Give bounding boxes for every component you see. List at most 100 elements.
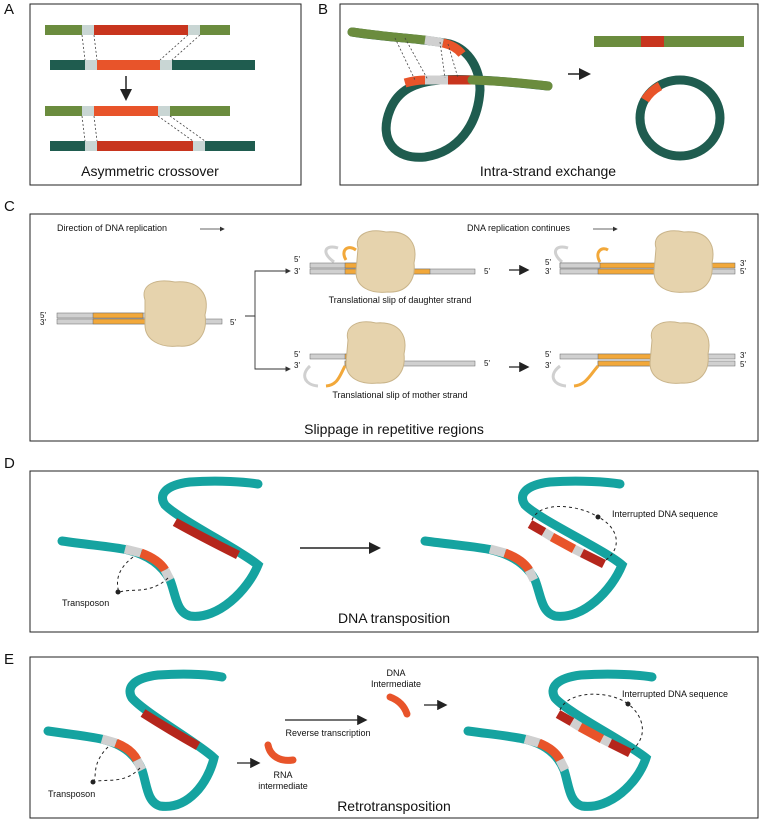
panel-b-box — [339, 3, 759, 186]
circular-orange-seg — [641, 82, 663, 103]
e-right-gray-1 — [523, 734, 541, 748]
mcont-end-three-prime: 3' — [740, 351, 746, 360]
panel-d-box — [29, 470, 759, 633]
panel-b: B Intra-strand exchange — [318, 1, 759, 186]
insert-gray-1 — [541, 528, 555, 541]
polymerase-icon-5 — [649, 321, 710, 384]
chromosome-top-2 — [45, 106, 230, 116]
panel-d-title: DNA transposition — [338, 610, 450, 626]
mother-five-prime: 5' — [294, 350, 300, 359]
panel-d: D Transposon Interrupted DNA sequence DN… — [4, 455, 759, 633]
panel-a-label: A — [4, 1, 14, 18]
three-prime-label: 3' — [40, 318, 46, 327]
e-insert-orange — [577, 723, 605, 743]
panel-a-title: Asymmetric crossover — [81, 163, 219, 179]
transposon-gray-1 — [123, 544, 143, 558]
e-transposon-bracket-2 — [92, 767, 141, 783]
strand-orange-seg — [441, 38, 466, 57]
panel-c-box — [29, 213, 759, 442]
exchange-lines — [394, 37, 459, 81]
e-interrupted-bracket-2 — [627, 703, 643, 751]
panel-a-box — [29, 3, 302, 186]
panel-d-label: D — [4, 455, 15, 472]
daughter-continued-duplex: 5' 3' 3' 5' — [545, 245, 746, 276]
panel-c: C Direction of DNA replication DNA repli… — [4, 198, 759, 442]
insert-red-2 — [579, 548, 607, 569]
dna-intermediate-icon — [386, 693, 411, 718]
mother-caption: Translational slip of mother strand — [332, 390, 467, 400]
fork-arrow-up — [245, 268, 291, 317]
chromosome-bottom-1 — [50, 60, 255, 70]
five-prime-end-label: 5' — [230, 318, 236, 327]
e-insert-red-1 — [555, 710, 575, 726]
cont-five-prime: 5' — [545, 258, 551, 267]
e-insert-red-2 — [607, 738, 633, 758]
panel-e: E Transposon RNA intermediate Reverse tr… — [4, 651, 759, 819]
transposon-bracket-2 — [119, 577, 169, 593]
chromosome-bottom-2 — [50, 141, 255, 151]
rna-intermediate-icon — [264, 741, 297, 764]
interrupted-bracket-1 — [531, 506, 599, 521]
linear-product — [594, 36, 744, 47]
interrupted-label-d: Interrupted DNA sequence — [612, 509, 718, 519]
fork-arrow-down — [254, 316, 291, 372]
target-red-seg — [172, 518, 241, 560]
transposon-orange — [139, 548, 169, 573]
daughter-five-prime: 5' — [294, 255, 300, 264]
rna-label-line2: intermediate — [258, 781, 308, 791]
looped-strand — [347, 27, 553, 162]
insert-orange — [549, 533, 577, 553]
dna-int-label-line1: DNA — [386, 668, 405, 678]
e-interrupted-pointer-dot — [625, 701, 631, 707]
right-gray-1 — [488, 544, 507, 558]
polymerase-icon — [143, 280, 207, 347]
insert-gray-2 — [571, 544, 585, 558]
continues-label: DNA replication continues — [467, 223, 571, 233]
polymerase-icon-4 — [653, 230, 714, 293]
panel-c-label: C — [4, 198, 15, 215]
panel-b-label: B — [318, 1, 328, 18]
five-prime-label: 5' — [40, 311, 46, 320]
panel-b-title: Intra-strand exchange — [480, 163, 616, 179]
polymerase-icon-3 — [345, 321, 406, 384]
cont-three-prime: 3' — [545, 267, 551, 276]
panel-a: A — [4, 1, 302, 186]
crossover-lines-2 — [81, 115, 206, 142]
circular-product — [635, 75, 725, 161]
e-right-gray-2 — [555, 757, 570, 773]
e-insert-gray-2 — [599, 734, 613, 748]
initial-duplex: 5' 3' 3' 5' — [40, 310, 236, 327]
chromosome-top-1 — [45, 25, 230, 35]
transposon-label-d: Transposon — [62, 598, 109, 608]
daughter-end-five-prime: 5' — [484, 267, 490, 276]
e-transposon-pointer-dot — [90, 779, 96, 785]
reverse-label: Reverse transcription — [285, 728, 370, 738]
mcont-end-five-prime: 5' — [740, 360, 746, 369]
transposon-pointer-dot — [115, 589, 121, 595]
e-insert-gray-1 — [569, 718, 583, 731]
e-transposon-bracket-1 — [92, 746, 109, 783]
e-interrupted-bracket-1 — [559, 693, 629, 711]
cont-end-three-prime: 3' — [740, 259, 746, 268]
cont-end-five-prime: 5' — [740, 267, 746, 276]
interrupted-pointer-dot — [595, 514, 601, 520]
right-orange — [503, 548, 533, 573]
panel-c-title: Slippage in repetitive regions — [304, 421, 484, 437]
panel-e-box — [29, 656, 759, 819]
e-target-red-seg — [140, 709, 201, 750]
insert-red-1 — [527, 520, 547, 536]
transposon-gray-2 — [160, 567, 175, 583]
transposon-label-e: Transposon — [48, 789, 95, 799]
interrupted-bracket-2 — [597, 516, 617, 561]
strand-orange-seg-2 — [403, 75, 426, 88]
mcont-three-prime: 3' — [545, 361, 551, 370]
direction-label: Direction of DNA replication — [57, 223, 167, 233]
interrupted-label-e: Interrupted DNA sequence — [622, 689, 728, 699]
strand-green-start — [347, 27, 430, 45]
e-transposon-gray-1 — [100, 734, 118, 748]
mother-three-prime: 3' — [294, 361, 300, 370]
e-transposon-gray-2 — [132, 757, 147, 773]
strand-green-end — [467, 75, 553, 91]
right-gray-2 — [524, 567, 539, 583]
